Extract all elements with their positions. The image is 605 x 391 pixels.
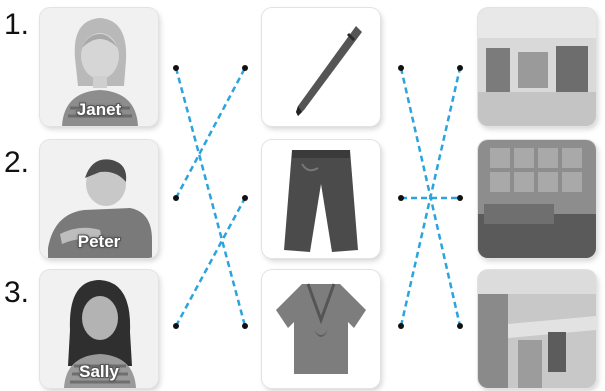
connection-dot[interactable] (457, 323, 463, 329)
connection-dot[interactable] (398, 65, 404, 71)
match-line-person-item (176, 198, 245, 326)
connection-dot[interactable] (173, 195, 179, 201)
connection-dot[interactable] (242, 195, 248, 201)
connection-dot[interactable] (242, 323, 248, 329)
match-line-person-item (176, 68, 245, 198)
connection-dot[interactable] (398, 195, 404, 201)
connection-dot[interactable] (173, 65, 179, 71)
connection-dot[interactable] (242, 65, 248, 71)
connection-dot[interactable] (457, 65, 463, 71)
connection-dot[interactable] (457, 195, 463, 201)
connection-dot[interactable] (398, 323, 404, 329)
match-line-person-item (176, 68, 245, 326)
connection-dot[interactable] (173, 323, 179, 329)
